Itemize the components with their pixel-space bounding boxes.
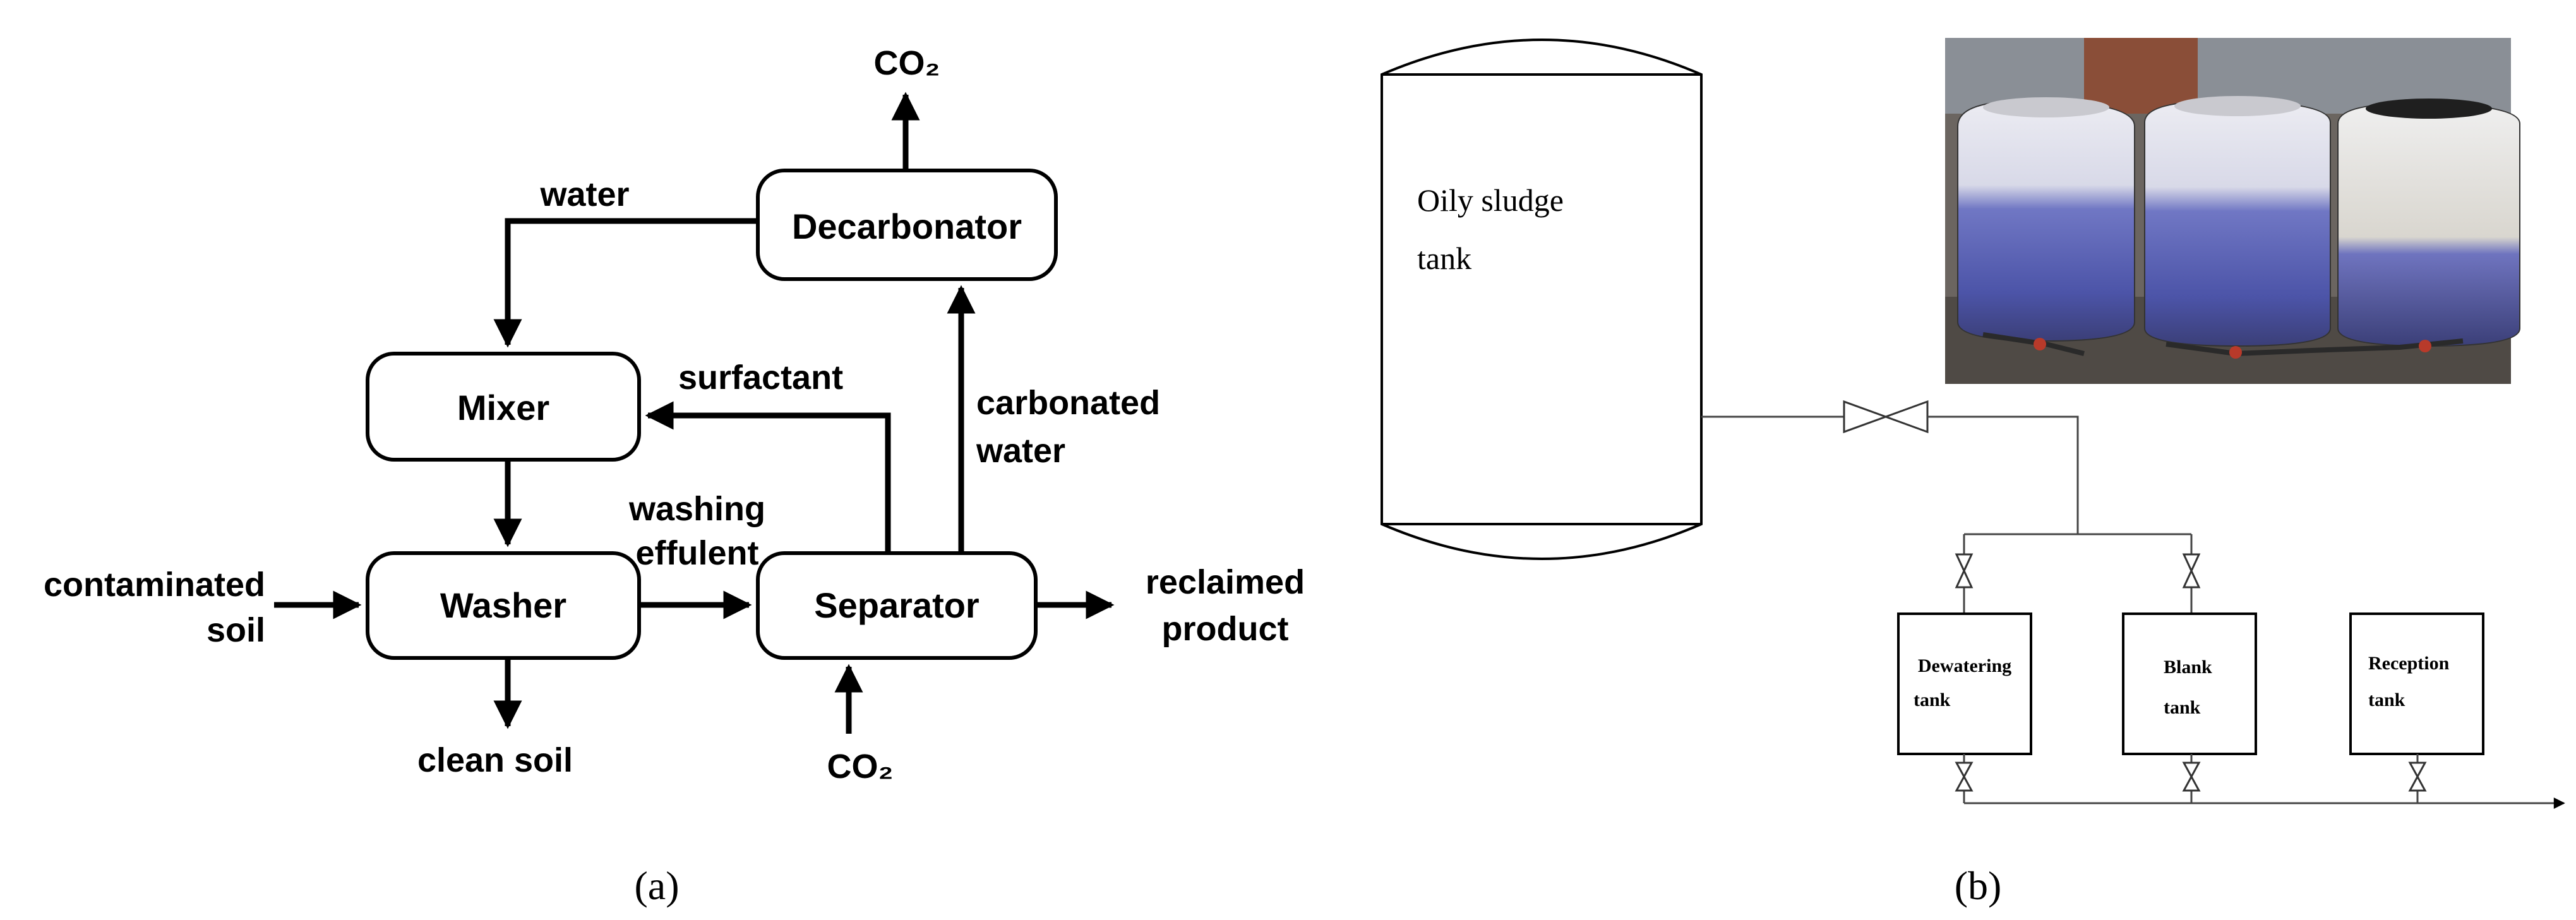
valve-icon	[2182, 553, 2201, 588]
dewatering-label: Dewatering	[1918, 655, 2011, 676]
separator-node: Separator	[756, 551, 1038, 660]
oily-sludge-tank-label: tank	[1417, 241, 1471, 276]
pipe-to-manifold	[1927, 415, 2079, 534]
panel-b-schematic: Oily sludge tank Dewatering tank	[1381, 38, 2565, 908]
dewatering-tank-label: tank	[1914, 690, 1951, 710]
blank-label: Blank	[2164, 657, 2212, 678]
co2-top-label: CO₂	[874, 44, 940, 82]
panel-a-flowchart: Decarbonator Mixer Washer Separator CO₂ …	[44, 44, 1305, 908]
water-label: water	[539, 176, 629, 213]
oily-sludge-label: Oily sludge	[1417, 182, 1564, 218]
mixer-label: Mixer	[457, 388, 549, 427]
co2-bottom-label: CO₂	[827, 748, 894, 786]
washer-label: Washer	[440, 585, 566, 625]
decarbonator-node: Decarbonator	[756, 169, 1058, 281]
reception-label: Reception	[2368, 653, 2450, 674]
water-return-arrow	[493, 218, 758, 348]
surfactant-arrow	[645, 401, 891, 553]
mixer-node: Mixer	[366, 352, 641, 462]
separator-label: Separator	[814, 585, 979, 625]
reception-tank-label: tank	[2368, 690, 2405, 710]
reception-tank: Reception tank	[2349, 612, 2484, 755]
carbonated-water-label: water	[976, 432, 1065, 470]
oily-sludge-tank: Oily sludge tank	[1381, 39, 1703, 560]
soil-label: soil	[207, 611, 265, 649]
dewatering-tank: Dewatering tank	[1897, 612, 2032, 755]
clean-soil-label: clean soil	[417, 741, 573, 779]
carbonated-label: carbonated	[976, 384, 1160, 422]
surfactant-label: surfactant	[678, 359, 843, 397]
valve-icon	[1955, 553, 1974, 588]
washing-label: washing	[628, 490, 765, 528]
reclaimed-label: reclaimed	[1146, 563, 1305, 601]
blank-tank: Blank tank	[2122, 612, 2257, 755]
main-valve-icon	[1843, 400, 1929, 434]
blank-tank-label: tank	[2164, 697, 2201, 718]
caption-b: (b)	[1955, 863, 2002, 908]
tanks-photo	[1945, 38, 2520, 384]
decarbonator-label: Decarbonator	[792, 206, 1022, 246]
contaminated-label: contaminated	[44, 566, 265, 604]
valve-icon	[2408, 762, 2427, 792]
product-label: product	[1162, 610, 1289, 648]
washer-node: Washer	[366, 551, 641, 660]
effulent-label: effulent	[636, 534, 759, 572]
valve-icon	[1955, 762, 1974, 792]
valve-icon	[2182, 762, 2201, 792]
caption-a: (a)	[634, 863, 679, 908]
